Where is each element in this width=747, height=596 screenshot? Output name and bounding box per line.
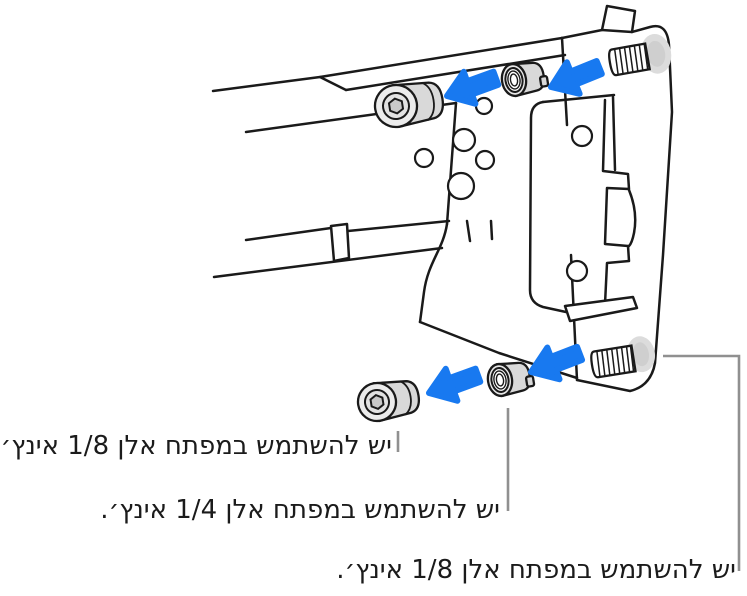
arrow-left-icon-top-mid bbox=[444, 68, 502, 107]
arrow-left-icon-bottom-left bbox=[426, 365, 484, 404]
rack-screw-bottom bbox=[590, 336, 656, 379]
bracket-channel bbox=[528, 93, 616, 314]
rack-screw-top bbox=[608, 33, 672, 77]
socket-screw-top bbox=[373, 81, 445, 129]
socket-screw-bottom bbox=[356, 380, 420, 423]
callout-label-allen-1-8-bottom: יש להשתמש במפתח אלן 1/8 אינץ׳. bbox=[336, 555, 736, 585]
callout-line-rack-screw bbox=[663, 354, 741, 571]
arrow-left-icon-top-right bbox=[548, 58, 605, 97]
callout-label-allen-1-4: יש להשתמש במפתח אלן 1/4 אינץ׳. bbox=[100, 495, 500, 525]
bracket-clip bbox=[563, 95, 639, 323]
standoff-bottom bbox=[486, 361, 536, 398]
bracket-tab bbox=[600, 4, 637, 34]
arrow-left-icon-bottom-right bbox=[528, 343, 586, 383]
bracket-holes bbox=[413, 96, 594, 283]
rail-assembly bbox=[211, 4, 674, 393]
lower-rail bbox=[212, 219, 451, 279]
standoff-top bbox=[500, 61, 550, 98]
callout-label-allen-1-8-top: יש להשתמש במפתח אלן 1/8 אינץ׳. bbox=[0, 431, 392, 461]
